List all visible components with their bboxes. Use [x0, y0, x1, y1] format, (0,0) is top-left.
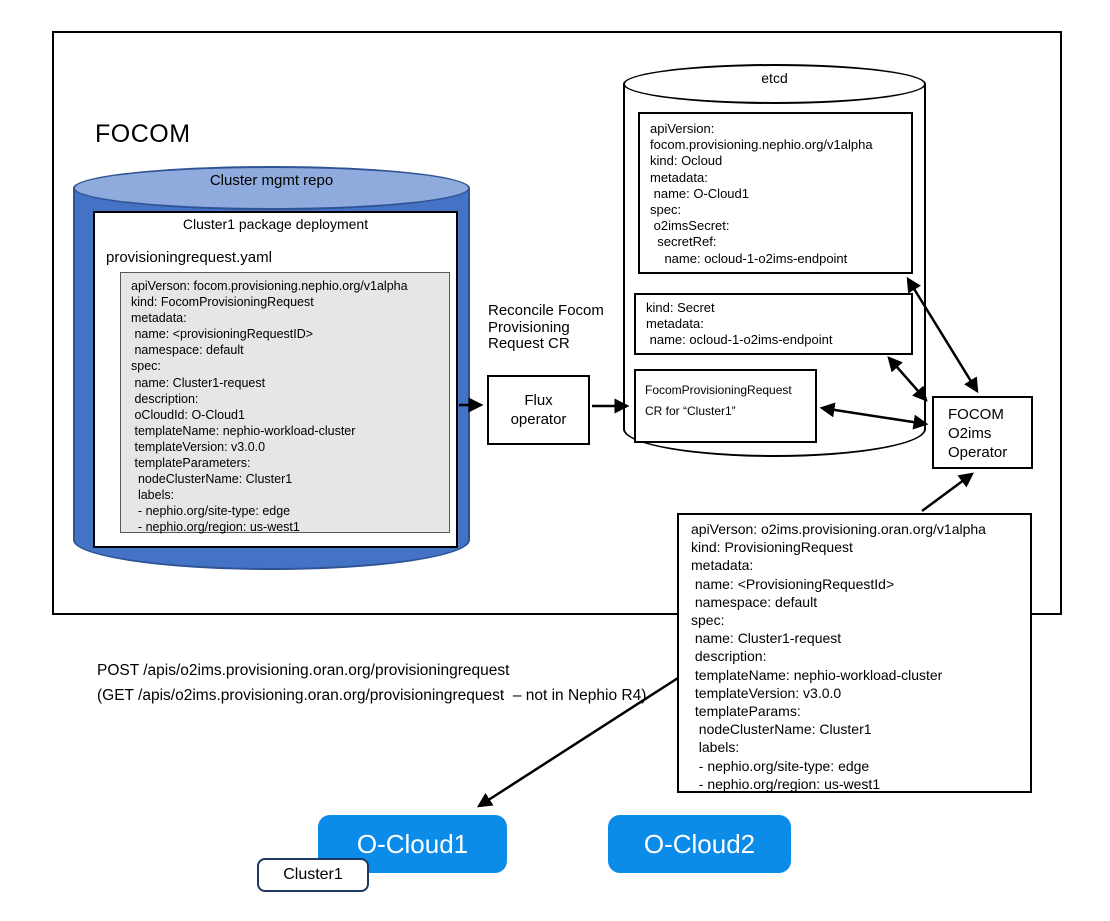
- cluster-mgmt-repo-cylinder-top: [73, 166, 470, 210]
- etcd-cylinder-top: [623, 64, 926, 104]
- etcd-title: etcd: [761, 70, 788, 86]
- flux-operator-box: Flux operator: [487, 375, 590, 445]
- secret-cr-box: kind: Secret metadata: name: ocloud-1-o2…: [634, 293, 913, 355]
- ocloud-cr-box: apiVersion: focom.provisioning.nephio.or…: [638, 112, 913, 274]
- reconcile-label: Reconcile Focom Provisioning Request CR: [488, 302, 604, 352]
- focom-provisioningrequest-yaml: apiVerson: focom.provisioning.nephio.org…: [120, 272, 450, 534]
- cluster1-badge: Cluster1: [257, 858, 369, 892]
- o2ims-provisioningrequest-yaml: apiVerson: o2ims.provisioning.oran.org/v…: [677, 513, 1032, 793]
- provisioningrequest-filename: provisioningrequest.yaml: [106, 249, 272, 266]
- focom-title: FOCOM: [95, 120, 191, 148]
- ocloud2-node: O-Cloud2: [608, 815, 791, 873]
- focom-o2ims-operator-box: FOCOM O2ims Operator: [932, 396, 1033, 469]
- package-deployment-title: Cluster1 package deployment: [182, 216, 369, 232]
- focom-provisioningrequest-cr-box: FocomProvisioningRequest CR for “Cluster…: [634, 369, 817, 443]
- cluster-mgmt-repo-title: Cluster mgmt repo: [209, 172, 334, 189]
- focom-boundary-box: [52, 31, 1062, 615]
- api-endpoints-note: POST /apis/o2ims.provisioning.oran.org/p…: [97, 662, 647, 704]
